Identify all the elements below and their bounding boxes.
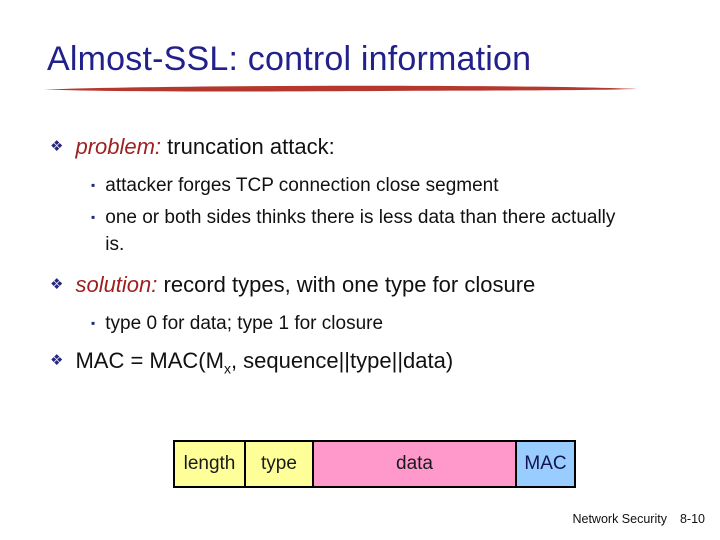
record-field-length: length (175, 442, 244, 486)
problem-rest: truncation attack: (161, 134, 335, 159)
diamond-bullet-icon: ❖ (50, 352, 64, 369)
sub-bullet-less-data-text: one or both sides thinks there is less d… (105, 207, 616, 255)
sub-bullet-attacker-text: attacker forges TCP connection close seg… (105, 175, 499, 196)
square-bullet-icon: ▪ (91, 316, 96, 330)
square-bullet-icon: ▪ (91, 210, 96, 224)
sub-bullet-types: ▪ type 0 for data; type 1 for closure (91, 310, 383, 337)
mac-formula-post: , sequence||type||data) (230, 348, 454, 373)
record-format-diagram: length type data MAC (173, 440, 576, 488)
mac-formula: MAC = MAC(Mx, sequence||type||data) (75, 348, 454, 377)
record-field-type: type (244, 442, 312, 486)
slide-title: Almost-SSL: control information (47, 40, 532, 78)
problem-label: problem: (75, 134, 162, 159)
bullet-mac-formula: ❖ MAC = MAC(Mx, sequence||type||data) (50, 348, 454, 377)
record-field-data: data (312, 442, 515, 486)
record-field-mac: MAC (515, 442, 574, 486)
footer-page-number: 8-10 (679, 512, 705, 526)
solution-label: solution: (75, 272, 158, 297)
diamond-bullet-icon: ❖ (50, 276, 64, 293)
sub-bullet-less-data: ▪ one or both sides thinks there is less… (91, 204, 625, 258)
mac-formula-subscript: x (223, 360, 231, 377)
bullet-solution: ❖ solution: record types, with one type … (50, 272, 535, 298)
bullet-solution-text: solution: record types, with one type fo… (75, 272, 535, 298)
mac-formula-pre: MAC = MAC(M (75, 348, 224, 373)
sub-bullet-types-text: type 0 for data; type 1 for closure (105, 313, 384, 334)
slide-footer: Network Security 8-10 (572, 512, 705, 526)
bullet-problem-text: problem: truncation attack: (75, 134, 334, 160)
title-underline-stroke (44, 85, 638, 92)
square-bullet-icon: ▪ (91, 178, 96, 192)
bullet-problem: ❖ problem: truncation attack: (50, 134, 335, 160)
sub-bullet-attacker: ▪ attacker forges TCP connection close s… (91, 172, 499, 199)
footer-course-name: Network Security (572, 512, 667, 526)
diamond-bullet-icon: ❖ (50, 138, 64, 155)
solution-rest: record types, with one type for closure (157, 272, 536, 297)
